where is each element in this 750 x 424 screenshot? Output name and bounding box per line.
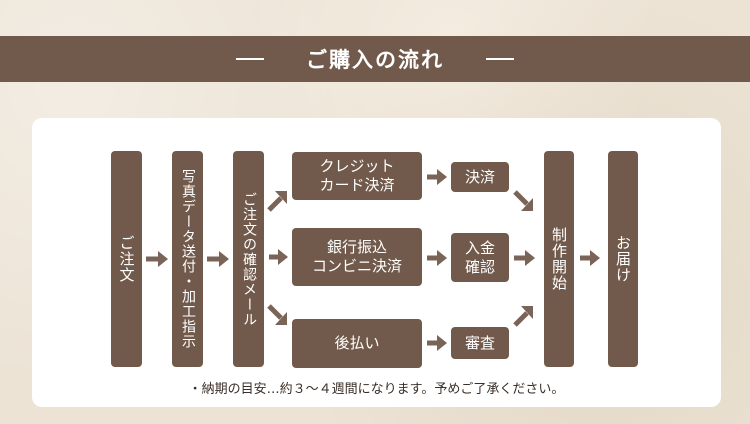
arrow-right-icon [427, 335, 447, 351]
arrow-right-icon [146, 251, 168, 267]
step-production-start: 制作開始 [544, 151, 574, 367]
page-title: ご購入の流れ [306, 47, 444, 72]
arrow-down-right-icon [267, 304, 287, 325]
arrow-right-icon [514, 250, 535, 266]
step-review: 審査 [451, 327, 509, 359]
step-deposit-check-label: 入金 確認 [464, 238, 495, 276]
step-bank-convenience: 銀行振込 コンビニ決済 [292, 228, 422, 286]
step-order: ご注文 [111, 151, 142, 367]
arrow-right-icon [427, 169, 447, 185]
step-review-label: 審査 [464, 333, 495, 352]
arrow-right-icon [427, 250, 447, 266]
arrow-right-icon [580, 250, 600, 266]
step-deferred-payment: 後払い [292, 319, 422, 368]
step-confirmation-mail: ご注文の確認メール [233, 151, 264, 367]
step-settlement-label: 決済 [464, 167, 495, 186]
step-production-start-label: 制作開始 [550, 227, 568, 291]
delivery-time-note: ・納期の目安…約３～４週間になります。予めご了承ください。 [188, 382, 565, 397]
step-deposit-check: 入金 確認 [451, 233, 509, 282]
arrow-right-icon [207, 251, 229, 267]
step-deferred-payment-label: 後払い [334, 334, 380, 352]
step-order-label: ご注文 [117, 235, 136, 283]
title-dash-right [486, 58, 514, 60]
step-credit-card: クレジット カード決済 [292, 152, 422, 200]
step-confirmation-mail-label: ご注文の確認メール [241, 191, 257, 327]
title-dash-left [236, 58, 264, 60]
arrow-up-right-icon [513, 306, 533, 327]
arrow-up-right-icon [267, 191, 287, 212]
step-delivery: お届け [608, 151, 638, 367]
step-photo-data-label: 写真データ送付・加工指示 [180, 169, 196, 349]
title-banner: ご購入の流れ [0, 36, 750, 82]
flow-card: ご注文 写真データ送付・加工指示 ご注文の確認メール クレジット カード決済 銀… [32, 118, 721, 407]
step-photo-data: 写真データ送付・加工指示 [172, 151, 203, 367]
step-settlement: 決済 [451, 162, 509, 192]
arrow-right-icon [269, 249, 288, 265]
arrow-down-right-icon [513, 190, 533, 211]
step-delivery-label: お届け [614, 235, 632, 283]
step-bank-convenience-label: 銀行振込 コンビニ決済 [311, 238, 402, 275]
step-credit-card-label: クレジット カード決済 [319, 157, 395, 194]
